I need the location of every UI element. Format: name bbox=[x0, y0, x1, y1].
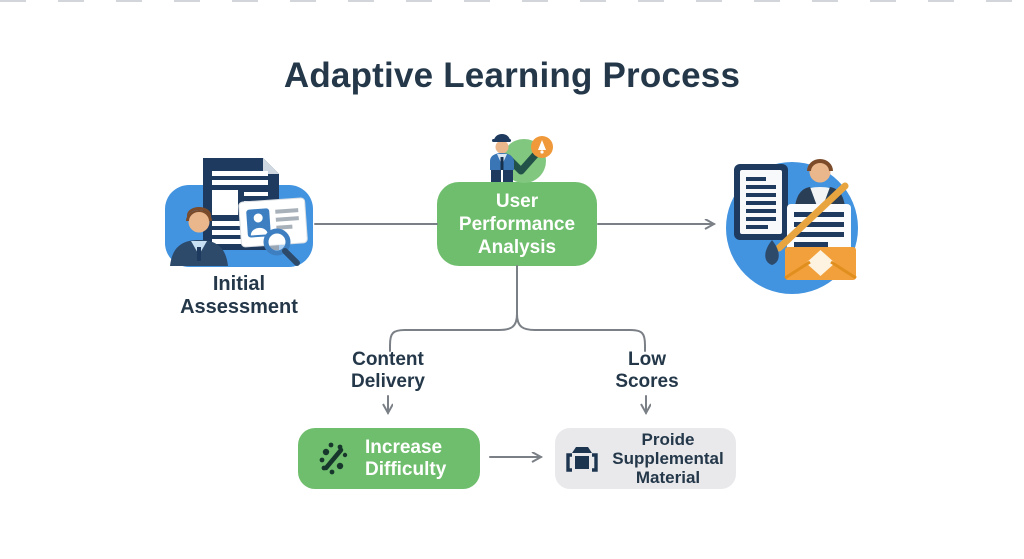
low-scores-line1: Low bbox=[628, 349, 666, 370]
node-user-performance-analysis bbox=[437, 182, 597, 266]
performance-pictograms bbox=[490, 134, 553, 183]
low-scores-line2: Scores bbox=[615, 371, 679, 392]
user-performance-analysis-label: User Performance Analysis bbox=[437, 190, 597, 259]
increase-difficulty-label: Increase Difficulty bbox=[365, 437, 446, 481]
node-provide-supplemental-material: Proide Supplemental Material bbox=[555, 428, 736, 489]
node-increase-difficulty: Increase Difficulty bbox=[298, 428, 480, 489]
difficulty-dots-icon bbox=[319, 442, 348, 474]
content-delivery-line2: Delivery bbox=[351, 371, 425, 392]
content-delivery-line1: Content bbox=[352, 349, 424, 370]
supplemental-line2: Supplemental bbox=[612, 449, 724, 468]
checkmark-badge-icon bbox=[502, 139, 546, 183]
node-learning-outcome-circle bbox=[726, 162, 858, 294]
performance-line2: Performance bbox=[458, 214, 576, 235]
increase-difficulty-line2: Difficulty bbox=[365, 458, 447, 480]
content-delivery-label: Content Delivery bbox=[328, 349, 448, 393]
initial-assessment-line2: Assessment bbox=[180, 296, 298, 318]
initial-assessment-label: Initial Assessment bbox=[140, 273, 338, 319]
page-title: Adaptive Learning Process bbox=[283, 56, 741, 95]
package-brackets-icon bbox=[566, 446, 598, 472]
performance-line1: User bbox=[495, 191, 539, 212]
top-edge-artifacts bbox=[0, 0, 1024, 2]
supplemental-line3: Material bbox=[635, 468, 701, 487]
supplemental-line1: Proide bbox=[641, 430, 695, 449]
performance-line3: Analysis bbox=[477, 237, 557, 258]
initial-assessment-line1: Initial bbox=[212, 273, 266, 295]
connector-fork-right bbox=[516, 313, 646, 352]
node-initial-assessment bbox=[165, 185, 313, 267]
connector-fork-left bbox=[389, 313, 518, 352]
provide-supplemental-material-label: Proide Supplemental Material bbox=[608, 430, 736, 487]
low-scores-label: Low Scores bbox=[587, 349, 707, 393]
analyst-person-icon bbox=[490, 134, 514, 182]
orange-badge-icon bbox=[531, 136, 553, 158]
increase-difficulty-line1: Increase bbox=[365, 436, 443, 458]
